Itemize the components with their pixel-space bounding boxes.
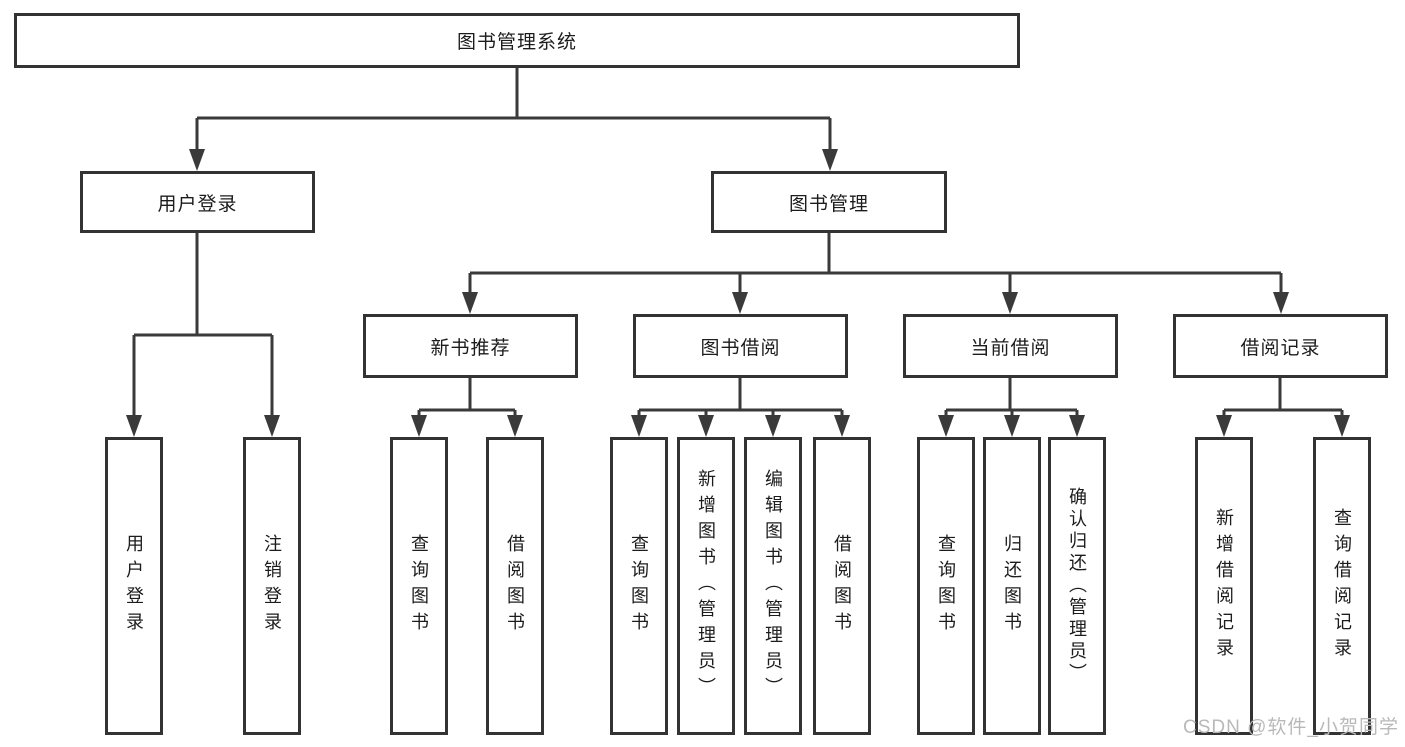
node-borrowing-edit-books-admin-label: 编辑图书（管理员） <box>763 469 783 703</box>
connector-records-to-leaves <box>1222 378 1344 417</box>
node-recommend-query-books-label: 查询图书 <box>409 534 429 638</box>
node-borrowing-add-books-admin: 新增图书（管理员） <box>677 437 735 735</box>
node-borrow-records-label: 借阅记录 <box>1240 337 1321 359</box>
node-book-borrowing-label: 图书借阅 <box>700 337 781 359</box>
connector-recommend-to-leaves <box>417 378 517 417</box>
node-new-book-recommend: 新书推荐 <box>363 314 578 378</box>
node-root-label: 图书管理系统 <box>456 32 577 53</box>
connector-root-to-level2 <box>195 68 832 151</box>
node-borrowing-borrow-books-label: 借阅图书 <box>832 534 852 638</box>
watermark-text: CSDN @软件_小贺同学 <box>1183 717 1399 738</box>
node-current-borrowing: 当前借阅 <box>903 314 1118 378</box>
connector-userlogin-to-leaves <box>132 233 274 417</box>
node-current-confirm-return-admin: 确认归还（管理员） <box>1048 437 1106 735</box>
node-book-management: 图书管理 <box>711 171 947 233</box>
node-logout-action-label: 注销登录 <box>262 534 282 638</box>
node-recommend-borrow-books: 借阅图书 <box>486 437 544 735</box>
node-records-add-record: 新增借阅记录 <box>1195 437 1253 735</box>
node-borrowing-query-books-label: 查询图书 <box>629 534 649 638</box>
node-borrowing-borrow-books: 借阅图书 <box>813 437 871 735</box>
node-root: 图书管理系统 <box>14 13 1020 68</box>
node-current-confirm-return-admin-label: 确认归还（管理员） <box>1067 487 1087 685</box>
node-current-borrowing-label: 当前借阅 <box>970 337 1051 359</box>
connector-bookmgmt-to-level3 <box>468 233 1283 294</box>
node-recommend-query-books: 查询图书 <box>390 437 448 735</box>
node-current-query-books-label: 查询图书 <box>936 534 956 638</box>
node-logout-action: 注销登录 <box>243 437 301 735</box>
node-user-login: 用户登录 <box>80 171 315 233</box>
node-new-book-recommend-label: 新书推荐 <box>430 337 511 359</box>
node-book-management-label: 图书管理 <box>788 193 869 215</box>
node-current-return-books: 归还图书 <box>983 437 1041 735</box>
node-borrowing-query-books: 查询图书 <box>610 437 668 735</box>
connector-borrow-to-leaves <box>637 378 844 417</box>
connector-current-to-leaves <box>944 378 1079 417</box>
node-login-action: 用户登录 <box>105 437 163 735</box>
node-recommend-borrow-books-label: 借阅图书 <box>505 534 525 638</box>
node-current-query-books: 查询图书 <box>917 437 975 735</box>
node-user-login-label: 用户登录 <box>157 193 238 215</box>
node-borrowing-add-books-admin-label: 新增图书（管理员） <box>696 469 716 703</box>
node-records-add-record-label: 新增借阅记录 <box>1214 508 1234 664</box>
node-current-return-books-label: 归还图书 <box>1002 534 1022 638</box>
node-borrow-records: 借阅记录 <box>1173 314 1388 378</box>
node-book-borrowing: 图书借阅 <box>633 314 848 378</box>
node-records-query-record-label: 查询借阅记录 <box>1332 508 1352 664</box>
node-records-query-record: 查询借阅记录 <box>1313 437 1371 735</box>
node-login-action-label: 用户登录 <box>124 534 144 638</box>
node-borrowing-edit-books-admin: 编辑图书（管理员） <box>744 437 802 735</box>
arrowheads <box>126 149 1350 437</box>
